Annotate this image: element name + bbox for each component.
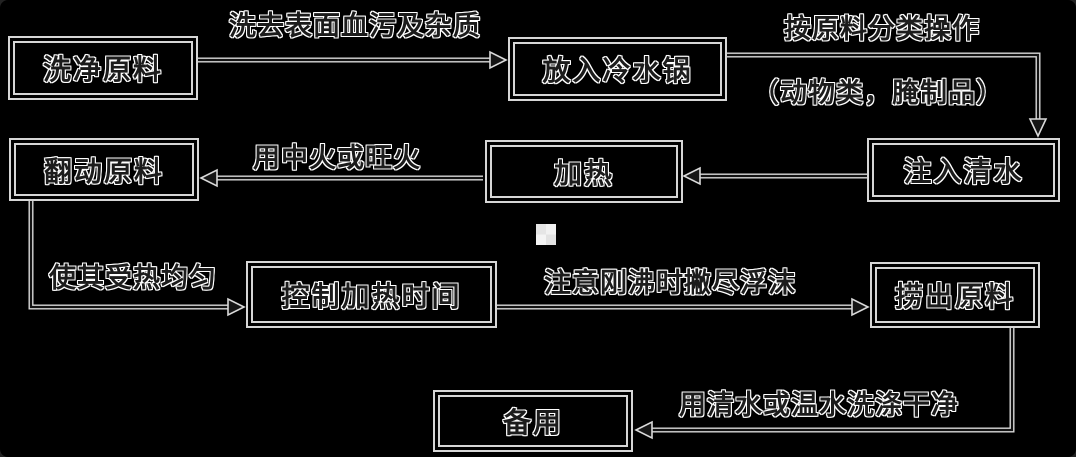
node-heat: 加热 [485, 140, 683, 203]
connector-turn-to-control [28, 199, 246, 317]
arrowhead-left-icon [634, 420, 653, 440]
connector-heat-to-turn [199, 168, 483, 188]
arrowhead-left-icon [199, 168, 218, 188]
edge-label-pot-to-water-bottom: （动物类，腌制品） [752, 78, 1004, 109]
edge-label-pot-to-water-top: 按原料分类操作 [784, 14, 980, 45]
edge-label-control-to-remove: 注意刚沸时撇尽浮沫 [544, 268, 796, 299]
edge-label-turn-to-control: 使其受热均匀 [49, 263, 217, 294]
connector-remove-to-reserve [634, 326, 1015, 440]
arrowhead-down-icon [1028, 118, 1048, 138]
node-turn-raw-material: 翻动原料 [9, 138, 199, 201]
arrowhead-right-icon [489, 50, 508, 70]
connector-pot-to-water [725, 52, 1048, 138]
edge-label-wash-to-pot: 洗去表面血污及杂质 [229, 11, 481, 42]
edge-label-heat-to-turn: 用中火或旺火 [253, 143, 421, 174]
node-set-aside: 备用 [433, 390, 633, 452]
node-wash-raw-material: 洗净原料 [8, 36, 198, 100]
node-pour-in-clear-water: 注入清水 [867, 138, 1060, 202]
pixel-artifact [536, 224, 556, 245]
arrowhead-right-icon [227, 297, 246, 317]
node-put-in-cold-water-pot: 放入冷水锅 [508, 37, 727, 101]
node-control-heating-time: 控制加热时间 [246, 261, 497, 328]
arrowhead-left-icon [682, 166, 701, 186]
connector-control-to-remove [497, 297, 870, 317]
edge-label-remove-to-reserve: 用清水或温水洗涤干净 [679, 390, 959, 421]
node-remove-raw-material: 捞出原料 [870, 262, 1040, 328]
connector-water-to-heat [682, 166, 867, 186]
connector-wash-to-pot [198, 50, 508, 70]
arrowhead-right-icon [851, 297, 870, 317]
